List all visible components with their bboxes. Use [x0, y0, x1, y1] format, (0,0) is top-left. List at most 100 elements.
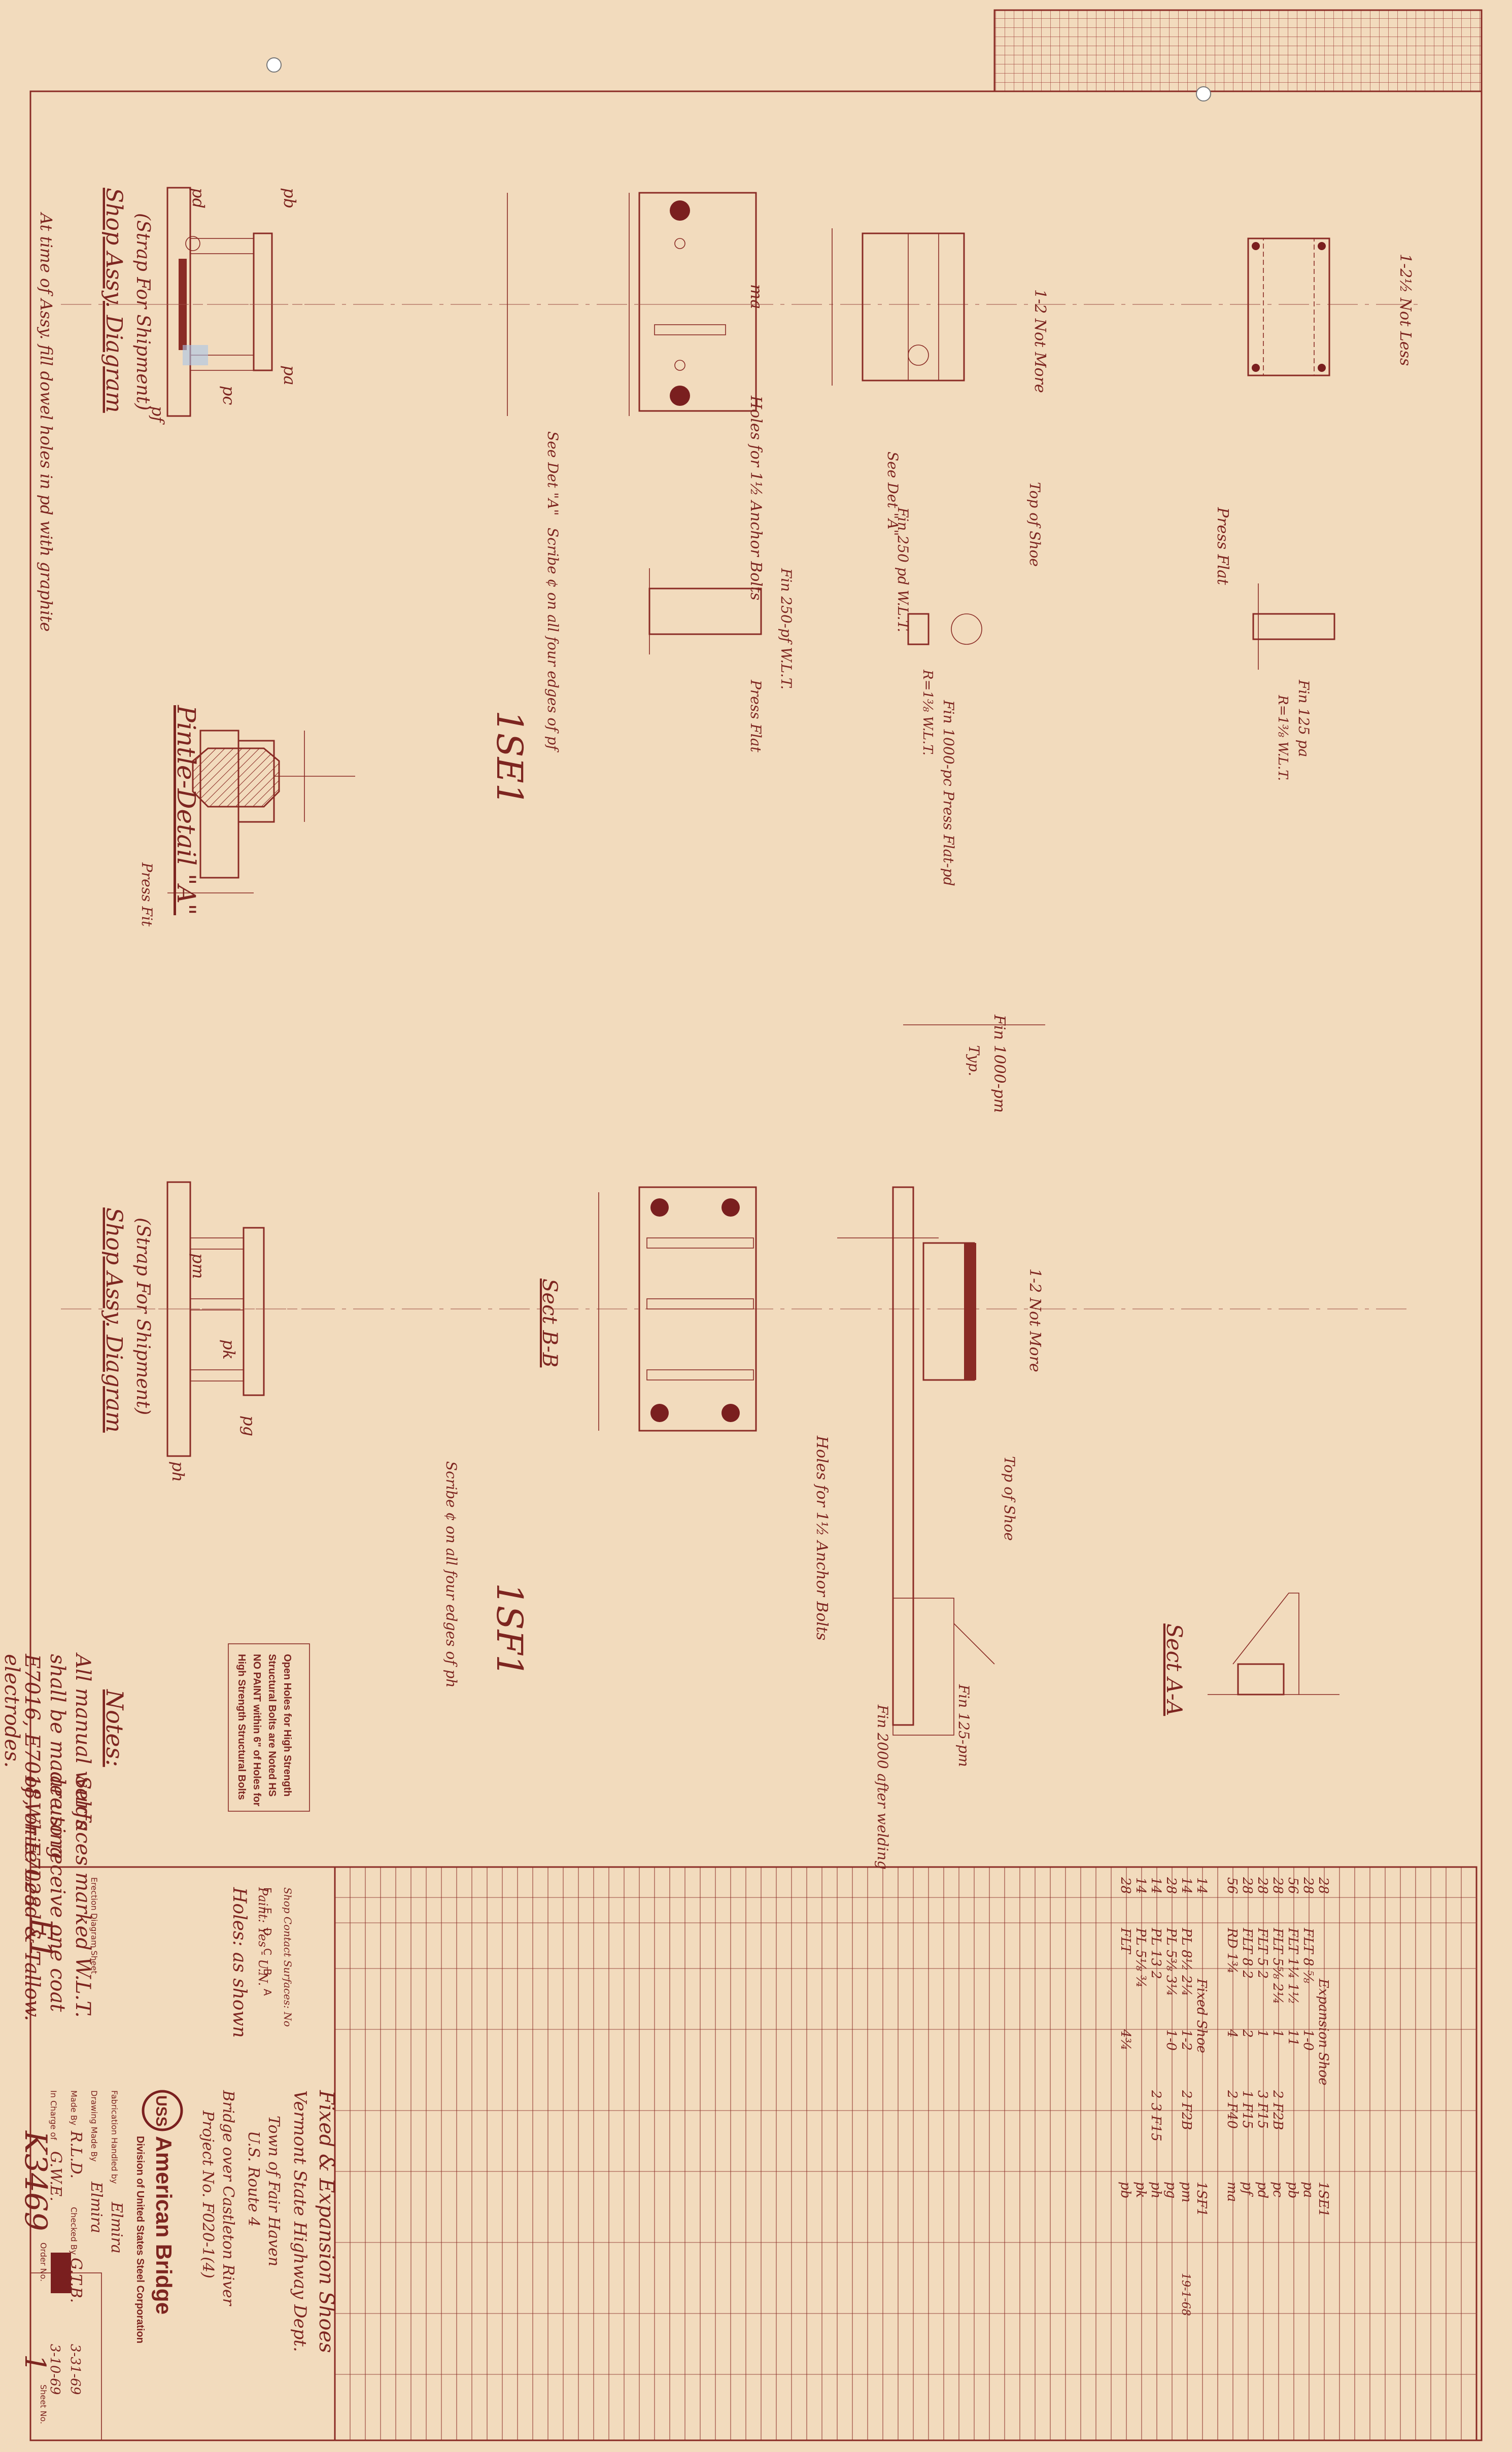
sheet-marker — [51, 2253, 71, 2293]
bill-row-4-total: 28 — [1270, 1877, 1285, 1894]
label-pg: pg — [239, 1415, 259, 1436]
r-label-2: R=1⅜ W.L.T. — [1275, 695, 1290, 781]
bill-row-7-mark: ma — [1224, 2182, 1240, 2202]
order-label: Order No. — [39, 2242, 48, 2282]
mark-1sf1: 1SF1 — [489, 1583, 530, 1677]
rev-e: E — [261, 1908, 273, 1914]
pintle-detail — [167, 730, 355, 893]
rev-b: B — [261, 1968, 273, 1976]
bill-row-6-len: 2 — [1240, 2029, 1255, 2038]
bill-row-5-stock: 3 F15 — [1255, 2090, 1270, 2129]
shop-assy-diagram-1se1 — [122, 187, 315, 417]
top-of-shoe-1sf1: Top of Shoe — [1001, 1456, 1018, 1541]
bill-row-10-wt: 19-1-68 — [1179, 2273, 1192, 2316]
shop-assy-diagram-1sf1 — [117, 1181, 315, 1457]
drawing-made: Elmira — [87, 2181, 105, 2233]
bill-row-13-mat: PL 5⅛ ¾ — [1133, 1927, 1148, 1988]
drawing-made-label: Drawing Made By — [89, 2090, 99, 2162]
town-text: Town of Fair Haven — [265, 2116, 283, 2266]
grid-strip — [993, 9, 1483, 92]
bill-row-2-mat: FLT 8 ⅝ — [1300, 1927, 1316, 1984]
rev-d: D — [261, 1928, 273, 1936]
rotated-text-layer: 1SE1 1SF1 Shop Assy. Diagram (Strap For … — [0, 188, 1414, 2424]
sheet-label: Sheet No. — [39, 2385, 48, 2424]
after-welding: Fin 2000 after welding — [874, 1704, 891, 1870]
bill-row-14-mat: FLT — [1118, 1927, 1133, 1954]
stamp-line-4: High Strength Structural Bolts — [236, 1654, 247, 1800]
client-text: Vermont State Highway Dept. — [290, 2090, 310, 2352]
fin-125-pa: Fin 125 pa — [1295, 679, 1312, 757]
fin-250-pd: Fin 250 pd W.L.T. — [895, 507, 911, 632]
bill-row-11-mark: pg — [1163, 2182, 1179, 2198]
uss-logo — [142, 2090, 183, 2131]
bill-row-9-mat: Fixed Shoe — [1194, 1978, 1209, 2053]
bill-row-3-len: 11 — [1285, 2029, 1300, 2046]
rev-f: F — [261, 1887, 273, 1893]
not-less: 1-2½ Not Less — [1396, 254, 1414, 366]
bill-of-material — [334, 1866, 1477, 2441]
punch-hole — [266, 57, 282, 73]
label-pa: pa — [280, 365, 299, 386]
strap-note-1se1: (Strap For Shipment) — [132, 213, 153, 410]
bill-row-4-mark: pc — [1270, 2182, 1285, 2198]
revision-letters: F E D C B A — [261, 1887, 273, 1996]
title-sect-bb: Sect B-B — [538, 1279, 561, 1367]
in-charge: G.W.E. — [47, 2151, 64, 2201]
see-det-a-2: See Det "A" — [884, 452, 901, 536]
label-ma: ma — [747, 284, 766, 309]
strap-note-1sf1: (Strap For Shipment) — [132, 1218, 153, 1415]
erection-label: Erection Diagram Sheet — [89, 1877, 99, 1974]
notes-line-2: shall be made using — [46, 1654, 69, 1859]
anchor-holes-1se1: Holes for 1½ Anchor Bolts — [747, 395, 765, 600]
bill-row-4-len: 1 — [1270, 2029, 1285, 2038]
notes-heading: Notes: — [101, 1689, 128, 1767]
rev-a: A — [261, 1989, 273, 1996]
bill-row-13-total: 14 — [1133, 1877, 1148, 1894]
in-charge-label: In Charge of — [49, 2090, 58, 2140]
notes-line-7: of White Lead & Tallow. — [20, 1776, 44, 2021]
label-ph: ph — [168, 1461, 188, 1482]
bill-row-4-stock: 2 F2B — [1270, 2090, 1285, 2130]
bill-row-7-total: 56 — [1224, 1877, 1240, 1894]
fab-by-label: Fabrication Handled by — [110, 2090, 119, 2184]
bill-row-1-total: 28 — [1316, 1877, 1331, 1894]
notes-line-5: Surfaces marked W.L.T. — [71, 1776, 94, 2018]
label-pk: pk — [219, 1339, 238, 1360]
section-a-a — [1208, 1593, 1339, 1696]
label-pb: pb — [280, 188, 299, 209]
holes-line-1: Holes: as shown — [229, 1887, 250, 2038]
bill-row-10-mat: PL 8½ 2¼ — [1179, 1927, 1194, 1996]
notes-line-4: electrodes. — [0, 1654, 23, 1768]
uss-logo-text: USS — [153, 2095, 169, 2127]
bill-row-9-total: 14 — [1194, 1877, 1209, 1894]
scribe-note-pf: Scribe ¢ on all four edges of pf — [544, 528, 561, 752]
see-det-a-1: See Det "A" — [544, 431, 561, 515]
not-more-1se1: 1-2 Not More — [1031, 289, 1049, 393]
bill-row-3-mark: pb — [1285, 2182, 1300, 2198]
plate-pf-1se1 — [507, 192, 762, 654]
typ-label: Typ. — [966, 1045, 982, 1076]
shoe-pc-pd — [832, 228, 982, 645]
erection-mark: E1 — [23, 1917, 58, 1959]
date-made: 3-31-69 — [67, 2344, 83, 2395]
top-of-shoe-1se1: Top of Shoe — [1026, 482, 1043, 567]
anchor-holes-1sf1: Holes for 1½ Anchor Bolts — [813, 1435, 831, 1640]
fin-1000-pm: Fin 1000-pm — [990, 1014, 1008, 1113]
notes-stamp-box — [228, 1643, 310, 1812]
title-pintle-detail: Pintle-Detail "A" — [171, 705, 201, 915]
bill-row-11-mat: PL 5⅜ 3¼ — [1163, 1927, 1179, 1996]
company-division: Division of United States Steel Corporat… — [134, 2136, 146, 2343]
label-pm: pm — [189, 1253, 208, 1279]
scribe-note-ph: Scribe ¢ on all four edges of ph — [443, 1461, 460, 1687]
bill-row-12-mat: PL 13 2 — [1148, 1927, 1163, 1979]
bill-row-11-len: 1-0 — [1163, 2029, 1179, 2051]
fab-by: Elmira — [108, 2201, 125, 2254]
title-block — [29, 1866, 336, 2441]
bill-row-4-mat: FLT 5⅝ 2¼ — [1270, 1927, 1285, 2005]
plate-ph-1sf1 — [598, 1186, 757, 1432]
bill-row-7-mat: RD 1¾ — [1224, 1927, 1240, 1974]
mark-1se1: 1SE1 — [489, 710, 530, 806]
bill-row-14-mark: pb — [1118, 2182, 1133, 2198]
r-label-1: R=1⅜ W.L.T. — [920, 669, 935, 755]
bill-row-2-mark: pa — [1300, 2182, 1316, 2198]
